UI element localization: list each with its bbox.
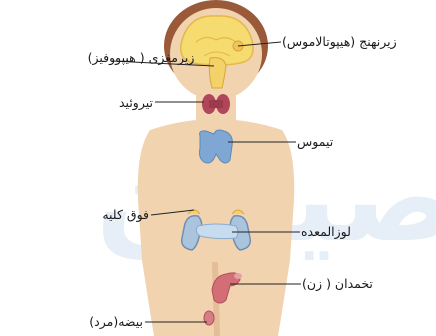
testis-organ <box>204 311 214 325</box>
pituitary-gland <box>209 58 226 88</box>
label-testis: بیضه(مرد) <box>89 314 143 330</box>
label-ovary: تخمدان ( زن) <box>302 276 373 292</box>
label-pituitary: زیرمغزی ( هیپووفیز) <box>88 50 195 66</box>
label-thymus: تیموس <box>297 134 334 150</box>
pancreas-organ <box>196 224 238 239</box>
label-hypothalamus: زیرنهنج (هیپوتالاموس) <box>282 34 397 50</box>
label-pancreas: لوزالمعده <box>301 224 351 240</box>
label-adrenal: فوق کلیه <box>102 207 149 223</box>
label-thyroid: تیروئید <box>119 95 154 111</box>
